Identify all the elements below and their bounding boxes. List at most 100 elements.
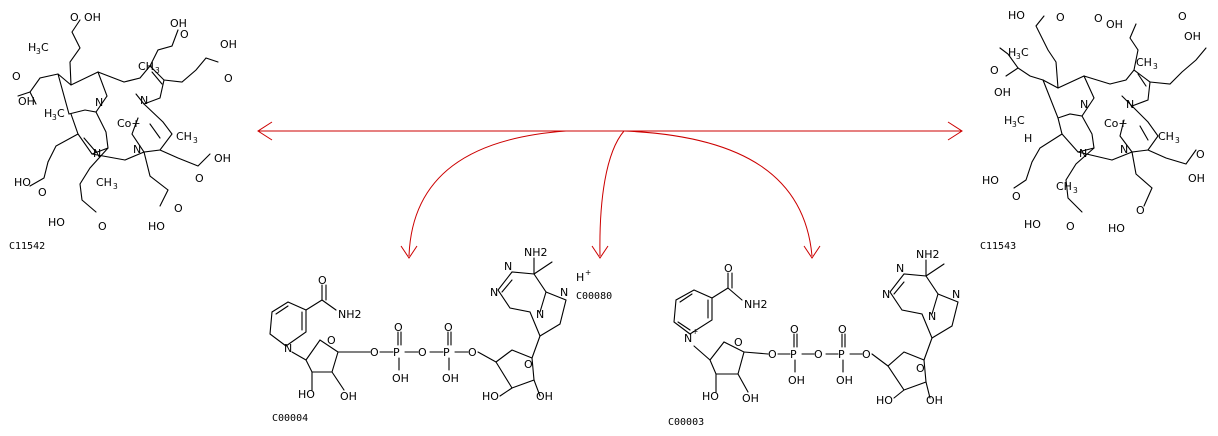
- c11542-id-label: C11542: [9, 241, 45, 252]
- svg-text:OH: OH: [340, 390, 357, 403]
- c00004-carboxamide-label: NH2: [338, 308, 362, 321]
- svg-text:N: N: [1120, 143, 1128, 156]
- svg-text:HO: HO: [1108, 222, 1125, 235]
- svg-text:H: H: [28, 41, 36, 54]
- svg-text:OH: OH: [836, 374, 853, 387]
- svg-text:H: H: [1008, 46, 1016, 59]
- svg-text:3: 3: [1012, 120, 1017, 129]
- svg-text:N: N: [140, 94, 148, 107]
- svg-text:O: O: [468, 346, 477, 359]
- svg-text:3: 3: [1153, 62, 1158, 71]
- svg-text:OH: OH: [536, 390, 553, 403]
- svg-text:O: O: [1012, 190, 1021, 203]
- svg-text:CH: CH: [1158, 130, 1174, 143]
- svg-text:O: O: [734, 336, 743, 349]
- svg-text:N: N: [560, 286, 568, 299]
- svg-text:HO: HO: [482, 390, 499, 403]
- svg-text:H: H: [1004, 114, 1012, 127]
- svg-text:N: N: [95, 96, 103, 109]
- svg-text:C: C: [57, 107, 65, 120]
- structure-c00080: H + C00080: [576, 268, 612, 302]
- svg-text:C: C: [1021, 46, 1029, 59]
- svg-text:O: O: [180, 28, 189, 41]
- svg-text:O: O: [814, 348, 823, 361]
- svg-text:N: N: [928, 310, 936, 323]
- svg-text:N: N: [133, 143, 141, 156]
- svg-text:O: O: [418, 346, 427, 359]
- svg-text:O: O: [38, 186, 47, 199]
- svg-text:N: N: [882, 288, 890, 301]
- svg-text:HO: HO: [702, 390, 719, 403]
- c00003-atom-labels: N + O NH2 O HO OH O P O P O O O OH OH O …: [684, 248, 960, 407]
- svg-text:3: 3: [113, 182, 118, 191]
- svg-text:C: C: [41, 41, 49, 54]
- curve-to-c00080: [599, 130, 625, 257]
- svg-text:HO: HO: [1008, 9, 1025, 22]
- svg-text:O: O: [444, 321, 453, 334]
- c00003-bonds: [673, 259, 959, 399]
- svg-text:3: 3: [1073, 186, 1078, 195]
- c00004-bonds: [269, 257, 567, 397]
- svg-text:P: P: [443, 346, 450, 359]
- svg-text:N: N: [1079, 147, 1087, 160]
- svg-text:O: O: [195, 172, 204, 185]
- svg-text:HO: HO: [48, 216, 65, 229]
- svg-text:N: N: [896, 262, 904, 275]
- svg-text:O: O: [98, 220, 107, 233]
- svg-text:OH: OH: [788, 374, 805, 387]
- svg-text:OH: OH: [392, 372, 409, 385]
- c11542-side-chains: [17, 19, 219, 213]
- svg-text:N: N: [952, 288, 960, 301]
- svg-text:O: O: [724, 262, 733, 275]
- c11543-id-label: C11543: [980, 241, 1016, 252]
- c11542-cobalt-label: Co+: [117, 117, 141, 130]
- svg-text:O: O: [318, 274, 327, 287]
- svg-text:OH: OH: [170, 17, 187, 30]
- svg-text:H: H: [44, 107, 52, 120]
- svg-text:3: 3: [1175, 136, 1180, 145]
- svg-text:O: O: [862, 348, 871, 361]
- svg-text:3: 3: [36, 47, 41, 56]
- svg-text:O: O: [838, 323, 847, 336]
- svg-text:OH: OH: [220, 38, 237, 51]
- svg-text:N: N: [284, 342, 292, 355]
- svg-text:HO: HO: [1024, 218, 1041, 231]
- svg-text:P: P: [838, 348, 845, 361]
- curve-to-c00004: [408, 130, 567, 257]
- svg-text:H: H: [1024, 132, 1032, 145]
- svg-text:N: N: [536, 308, 544, 321]
- c11543-side-chains: [999, 15, 1207, 213]
- svg-text:OH: OH: [18, 95, 35, 108]
- svg-text:O: O: [1178, 10, 1187, 23]
- svg-text:O: O: [1196, 148, 1205, 161]
- svg-text:O: O: [990, 64, 999, 77]
- svg-text:CH: CH: [1136, 56, 1152, 69]
- svg-text:O: O: [370, 346, 379, 359]
- curve-c00080-arrowhead: [591, 245, 609, 259]
- svg-text:O: O: [174, 202, 183, 215]
- svg-text:CH: CH: [1056, 180, 1072, 193]
- curve-c00003-arrowhead: [803, 245, 821, 259]
- svg-text:+: +: [692, 327, 698, 336]
- c11543-corrin-ring: [1042, 69, 1159, 161]
- svg-text:N: N: [1080, 98, 1088, 111]
- svg-text:P: P: [393, 346, 400, 359]
- svg-text:N: N: [504, 260, 512, 273]
- svg-text:3: 3: [155, 66, 160, 75]
- reaction-arrows: [257, 121, 963, 259]
- svg-text:OH: OH: [1106, 18, 1123, 31]
- svg-text:3: 3: [1016, 52, 1021, 61]
- svg-text:O: O: [790, 323, 799, 336]
- structure-c00004: N O NH2 O HO OH O P O P O O O OH OH O HO…: [269, 246, 568, 424]
- svg-text:OH: OH: [442, 372, 459, 385]
- svg-text:3: 3: [52, 113, 57, 122]
- c00003-carboxamide-label: NH2: [744, 298, 768, 311]
- svg-text:O: O: [768, 348, 777, 361]
- svg-text:N: N: [684, 332, 692, 345]
- svg-text:HO: HO: [982, 174, 999, 187]
